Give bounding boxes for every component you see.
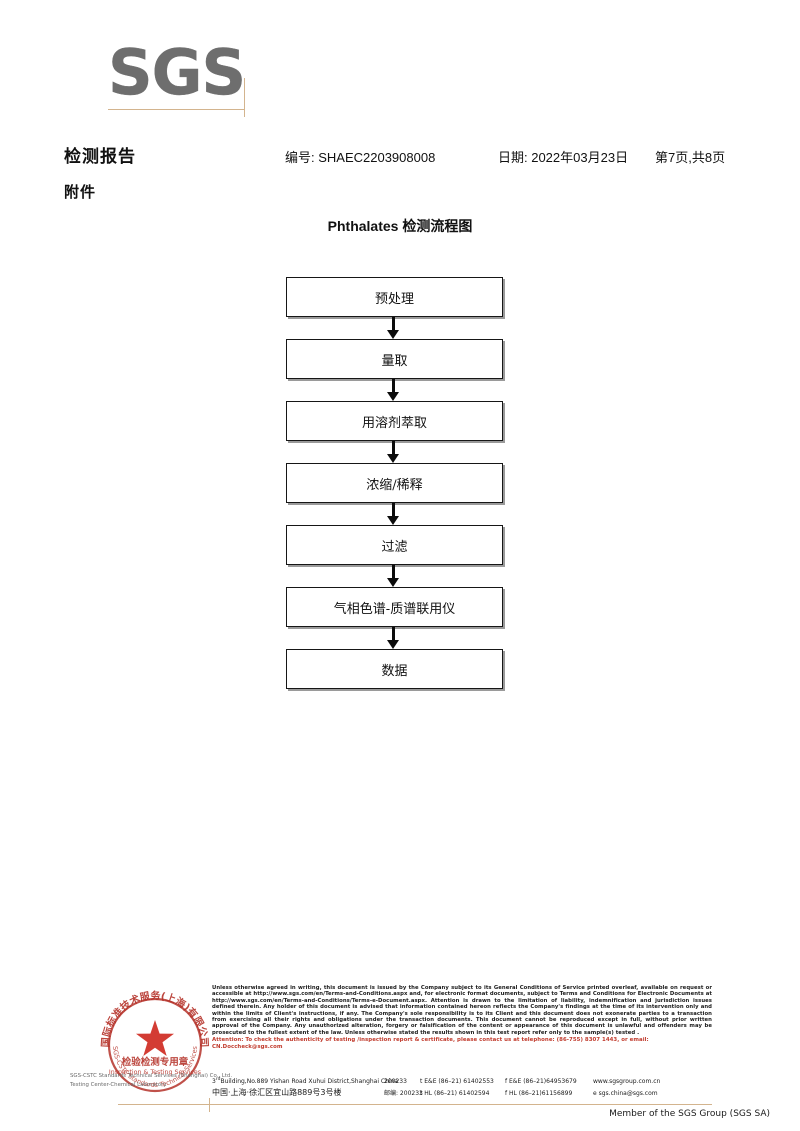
member-statement: Member of the SGS Group (SGS SA) [609, 1109, 770, 1119]
website-link[interactable]: www.sgsgroup.com.cn [593, 1078, 661, 1085]
address-en: 3rdBuilding,No.889 Yishan Road Xuhui Dis… [212, 1077, 399, 1085]
report-number: 编号: SHAEC2203908008 [285, 150, 436, 165]
footer-legal-block: Unless otherwise agreed in writing, this… [212, 985, 712, 1050]
flow-arrow-4 [286, 503, 501, 525]
flow-arrow-2 [286, 379, 501, 401]
flow-arrow-3 [286, 441, 501, 463]
attention-notice: Attention: To check the authenticity of … [212, 1037, 649, 1050]
report-date: 日期: 2022年03月23日 [498, 150, 629, 165]
attachment-label: 附件 [64, 184, 97, 201]
page-indicator: 第7页,共8页 [655, 150, 726, 165]
page-title: 检测报告 [64, 147, 136, 166]
flow-step-7: 数据 [286, 649, 503, 689]
footer-address-block: 3rdBuilding,No.889 Yishan Road Xuhui Dis… [212, 1074, 712, 1099]
tel-hl: t HL (86–21) 61402594 [420, 1090, 490, 1097]
fax-hl: f HL (86–21)61156899 [505, 1090, 573, 1097]
logo-horizontal-rule [108, 109, 245, 110]
sgs-logo: SGS [108, 36, 288, 117]
svg-text:检验检测专用章: 检验检测专用章 [122, 1056, 189, 1068]
flow-step-5: 过滤 [286, 525, 503, 565]
address-row-cn: 中国·上海·徐汇区宜山路889号3号楼 邮编: 200233 t HL (86–… [212, 1087, 712, 1099]
flow-step-1: 预处理 [286, 277, 503, 317]
sgs-logo-text: SGS [108, 36, 247, 109]
seal-company-line1: SGS-CSTC Standards Technical Services (S… [70, 1073, 233, 1079]
flowchart-title: Phthalates 检测流程图 [327, 218, 473, 234]
svg-text:Inspection & Testing Services: Inspection & Testing Services [109, 1069, 201, 1076]
logo-vertical-tick [244, 78, 245, 117]
tel-ee: t E&E (86–21) 61402553 [420, 1078, 494, 1085]
flowchart: 预处理 量取 用溶剂萃取 浓缩/稀释 过滤 气相色谱-质谱联用仪 数据 [286, 277, 503, 689]
address-row-en: 3rdBuilding,No.889 Yishan Road Xuhui Dis… [212, 1074, 712, 1087]
fax-ee: f E&E (86–21)64953679 [505, 1078, 577, 1085]
flow-step-2: 量取 [286, 339, 503, 379]
flow-step-4: 浓缩/稀释 [286, 463, 503, 503]
postcode-en: 200233 [384, 1078, 407, 1085]
company-seal-stamp: 国际标准技术服务(上海)有限公司 SGS-CSTC Standards Tech… [92, 982, 218, 1108]
flow-step-6: 气相色谱-质谱联用仪 [286, 587, 503, 627]
footer-horizontal-rule [118, 1104, 712, 1105]
flow-arrow-5 [286, 565, 501, 587]
flow-arrow-1 [286, 317, 501, 339]
footer-vertical-tick [209, 1098, 210, 1112]
address-cn: 中国·上海·徐汇区宜山路889号3号楼 [212, 1088, 342, 1097]
postcode-cn: 邮编: 200233 [384, 1090, 423, 1097]
email-link[interactable]: e sgs.china@sgs.com [593, 1090, 658, 1097]
seal-company-name: SGS-CSTC Standards Technical Services (S… [70, 1072, 270, 1090]
legal-terms-text: Unless otherwise agreed in writing, this… [212, 985, 712, 1036]
seal-company-line2: Testing Center-Chemical Laboratory [70, 1082, 167, 1088]
flow-step-3: 用溶剂萃取 [286, 401, 503, 441]
flow-arrow-6 [286, 627, 501, 649]
